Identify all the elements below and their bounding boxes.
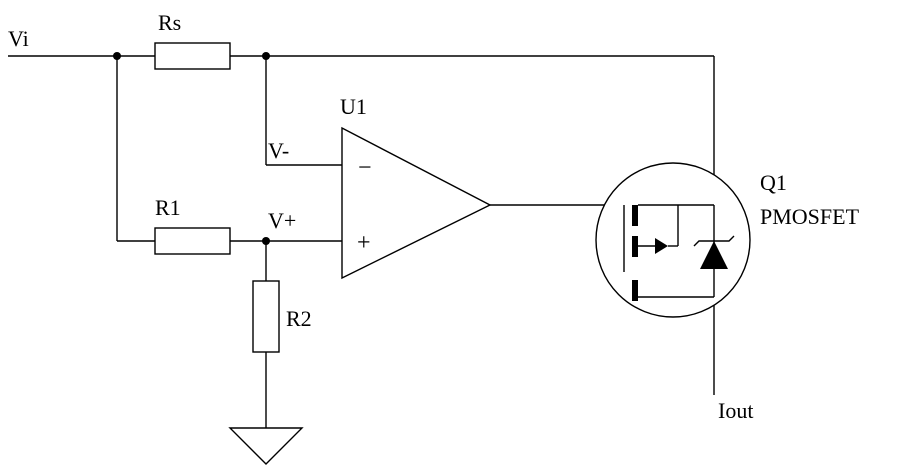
junctions [113, 52, 270, 245]
junction-dot [262, 237, 270, 245]
junction-dot [262, 52, 270, 60]
label-iout: Iout [718, 398, 753, 423]
resistor-rs [154, 42, 231, 70]
label-r1: R1 [155, 195, 181, 220]
resistor-r2 [252, 280, 280, 353]
mosfet-envelope [595, 162, 751, 318]
mosfet-q1 [595, 162, 751, 318]
label-r2: R2 [286, 306, 312, 331]
body-arrow-icon [655, 238, 668, 254]
wires [8, 55, 715, 428]
label-u1: U1 [340, 94, 367, 119]
label-q1: Q1 [760, 170, 787, 195]
ground-symbol [228, 427, 304, 465]
label-pmosfet: PMOSFET [760, 204, 860, 229]
opamp-u1 [341, 126, 492, 280]
label-v-plus: V+ [268, 208, 296, 233]
body-diode-icon [700, 241, 728, 269]
resistor-r1 [154, 227, 231, 255]
body-diode-bar [693, 235, 735, 247]
channel-segment [632, 280, 638, 301]
label-rs: Rs [158, 10, 181, 35]
channel-segment [632, 205, 638, 226]
label-vi: Vi [8, 26, 29, 51]
opamp-plus-sign: + [357, 230, 371, 256]
opamp-minus-sign: − [358, 155, 372, 181]
label-v-minus: V- [268, 138, 289, 163]
channel-segment [632, 236, 638, 257]
junction-dot [113, 52, 121, 60]
